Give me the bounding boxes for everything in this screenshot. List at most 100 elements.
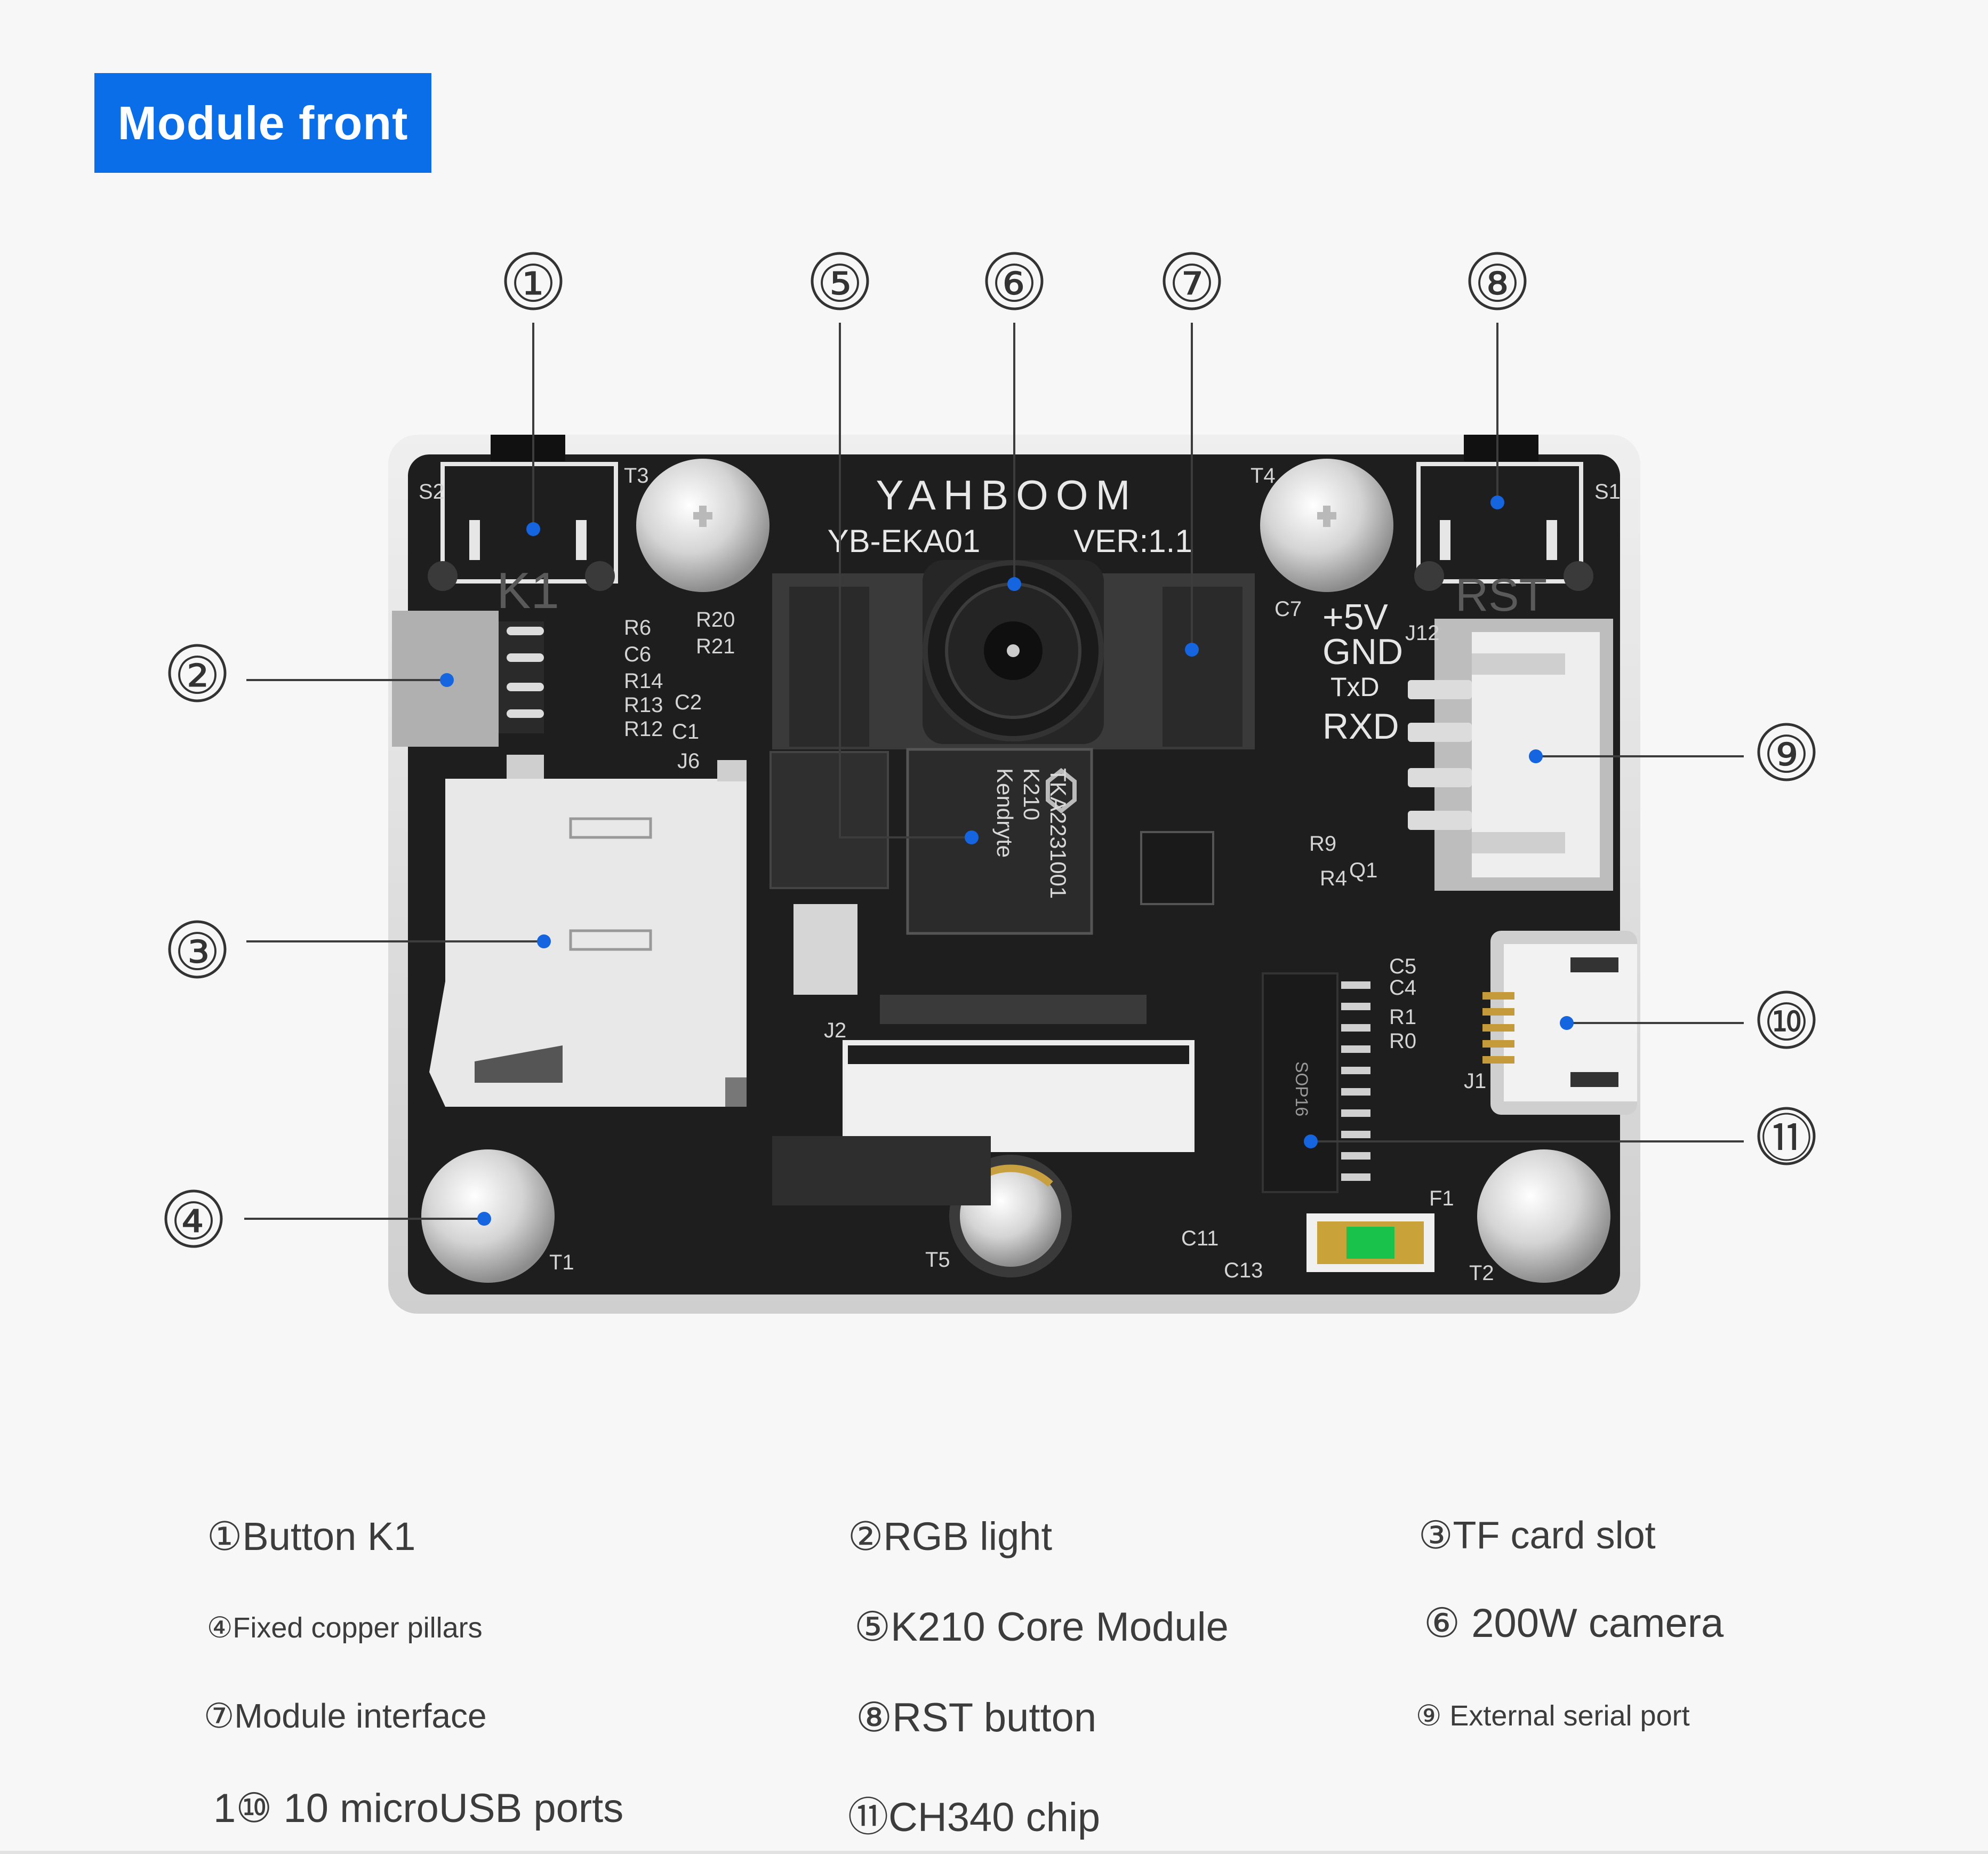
button-rst: RST <box>1414 435 1593 621</box>
silk-t1: T1 <box>549 1251 574 1274</box>
silk-c6: C6 <box>624 643 651 666</box>
caption-rgb-light: ②RGB light <box>848 1514 1053 1559</box>
silk-s2: S2 <box>419 480 445 504</box>
marker-7 <box>1185 643 1199 657</box>
silk-c4: C4 <box>1389 976 1416 1000</box>
pin-label-rxd: RXD <box>1322 706 1399 747</box>
caption-module-interface: ⑦Module interface <box>204 1697 487 1735</box>
marker-10 <box>1560 1016 1574 1030</box>
marker-4 <box>477 1212 491 1226</box>
callout-10: ⑩ <box>1757 990 1816 1052</box>
callout-8: ⑧ <box>1468 252 1527 314</box>
silk-t2: T2 <box>1469 1261 1494 1285</box>
silk-j2: J2 <box>824 1019 846 1042</box>
svg-text:④: ④ <box>171 1192 217 1251</box>
rgb-light <box>392 611 544 747</box>
version-label: VER:1.1 <box>1073 523 1192 559</box>
silk-r12: R12 <box>624 717 663 741</box>
pin-label-gnd: GND <box>1322 632 1403 672</box>
silk-s1: S1 <box>1594 480 1621 504</box>
button-k1: K1 <box>428 435 618 619</box>
silk-t5: T5 <box>925 1248 950 1272</box>
svg-text:③: ③ <box>174 922 220 982</box>
camera <box>923 560 1104 744</box>
silk-q1: Q1 <box>1349 859 1377 882</box>
svg-text:⑤: ⑤ <box>817 254 863 314</box>
bottom-divider <box>0 1851 1988 1854</box>
silk-r20: R20 <box>696 608 735 632</box>
marker-3 <box>537 934 551 948</box>
callout-1: ① <box>504 252 563 314</box>
sop-label: SOP16 <box>1292 1061 1311 1116</box>
silk-t3: T3 <box>624 464 649 488</box>
silk-r6: R6 <box>624 616 651 640</box>
screw-t2 <box>1477 1149 1610 1283</box>
screw-t4 <box>1260 459 1393 592</box>
silk-f1: F1 <box>1429 1187 1454 1210</box>
svg-text:①: ① <box>510 254 556 314</box>
caption-microusb-ports: 1⑩ 10 microUSB ports <box>213 1786 624 1831</box>
silk-c13: C13 <box>1224 1259 1263 1282</box>
marker-6 <box>1007 577 1021 591</box>
chip-line-3: TKA2231001 <box>1046 768 1071 899</box>
marker-11 <box>1304 1134 1318 1148</box>
caption-rst-button: ⑧RST button <box>856 1695 1097 1740</box>
callout-2: ② <box>168 644 227 706</box>
silk-r0: R0 <box>1389 1029 1416 1053</box>
silk-j1: J1 <box>1464 1069 1486 1093</box>
callout-5: ⑤ <box>811 252 869 314</box>
caption-button-k1: ①Button K1 <box>207 1514 416 1559</box>
caption-external-serial-port: ⑨ External serial port <box>1416 1700 1690 1732</box>
silk-r9: R9 <box>1309 832 1336 856</box>
tf-card-slot <box>429 755 747 1107</box>
silk-c2: C2 <box>675 691 702 714</box>
callout-9: ⑨ <box>1757 723 1816 785</box>
svg-text:⑪: ⑪ <box>1761 1109 1812 1169</box>
silk-r21: R21 <box>696 635 735 658</box>
ch340-chip: SOP16 <box>1262 972 1370 1193</box>
marker-1 <box>526 522 540 536</box>
led-f1 <box>1306 1213 1434 1272</box>
svg-text:⑥: ⑥ <box>991 254 1037 314</box>
rst-label: RST <box>1455 570 1547 621</box>
marker-2 <box>440 673 454 687</box>
marker-8 <box>1490 496 1504 509</box>
callout-7: ⑦ <box>1163 252 1221 314</box>
chip-line-1: Kendryte <box>992 768 1017 858</box>
k1-label: K1 <box>496 562 559 619</box>
pin-label-5v: +5V <box>1322 597 1389 637</box>
silk-t4: T4 <box>1250 464 1276 488</box>
k210-core-module: Kendryte K210 TKA2231001 <box>769 748 1093 935</box>
callout-6: ⑥ <box>985 252 1044 314</box>
model-label: YB-EKA01 <box>828 523 981 559</box>
silk-j6: J6 <box>677 749 700 773</box>
svg-text:⑩: ⑩ <box>1763 993 1809 1052</box>
page-title: Module front <box>94 73 431 173</box>
callout-3: ③ <box>168 920 227 982</box>
svg-text:⑧: ⑧ <box>1474 254 1520 314</box>
caption-ch340-chip: ⑪CH340 chip <box>848 1795 1101 1840</box>
svg-text:②: ② <box>174 646 220 706</box>
caption-tf-card-slot: ③TF card slot <box>1418 1514 1656 1557</box>
screw-t3 <box>636 459 769 592</box>
silk-r13: R13 <box>624 693 663 717</box>
silk-r1: R1 <box>1389 1005 1416 1029</box>
marker-5 <box>965 830 979 844</box>
svg-text:⑨: ⑨ <box>1763 725 1809 785</box>
marker-9 <box>1529 749 1543 763</box>
brand-label: YAHBOOM <box>876 472 1138 518</box>
pin-label-txd: TxD <box>1330 672 1380 702</box>
silk-c7: C7 <box>1274 597 1302 621</box>
caption-k210-core-module: ⑤K210 Core Module <box>854 1604 1229 1650</box>
silk-j12: J12 <box>1405 621 1440 645</box>
silk-c5: C5 <box>1389 955 1416 978</box>
silk-r14: R14 <box>624 669 663 693</box>
external-serial-port <box>1408 619 1613 891</box>
svg-text:⑦: ⑦ <box>1169 254 1215 314</box>
chip-line-2: K210 <box>1019 768 1044 820</box>
silk-c11: C11 <box>1181 1227 1219 1250</box>
caption-camera: ⑥ 200W camera <box>1424 1601 1724 1646</box>
caption-copper-pillars: ④Fixed copper pillars <box>207 1612 483 1644</box>
silk-c1: C1 <box>672 720 699 744</box>
